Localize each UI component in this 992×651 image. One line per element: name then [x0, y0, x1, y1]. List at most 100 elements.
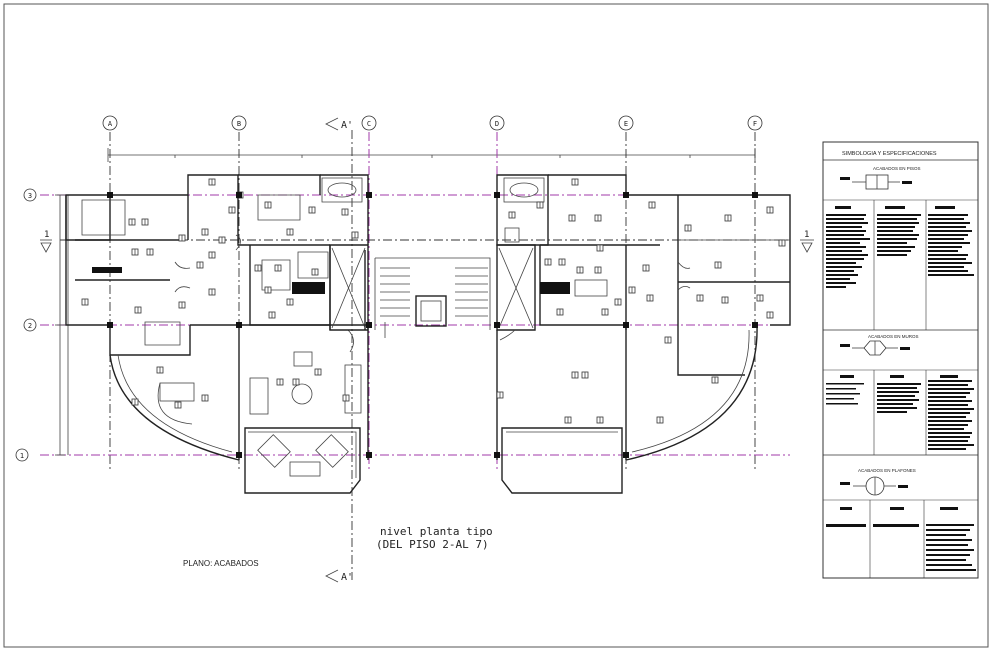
legend-text-bar — [826, 250, 862, 252]
legend-walls-title: ACABADOS EN MUROS — [868, 334, 919, 339]
legend-text-bar — [928, 234, 968, 236]
legend-text-bar — [877, 214, 921, 216]
right-wing-walls — [496, 174, 791, 494]
legend-text-bar — [877, 234, 919, 236]
legend-text-bar — [877, 411, 907, 413]
column-marker — [236, 452, 242, 458]
legend-text-bar — [873, 524, 919, 527]
section-arrow-top — [325, 117, 339, 131]
legend-text-bar — [926, 524, 974, 526]
legend-text-bar — [928, 412, 970, 414]
section-label-top: A' — [341, 120, 353, 131]
legend-text-bar — [826, 242, 860, 244]
finish-symbols — [81, 178, 786, 424]
section-arrow-bottom — [325, 569, 339, 583]
column-marker — [623, 452, 629, 458]
legend-text-bar — [928, 274, 974, 276]
legend-text-bar — [940, 375, 958, 378]
column-marker — [236, 192, 242, 198]
legend-text-bar — [826, 286, 846, 288]
legend-text-bar — [877, 246, 915, 248]
legend-text-bar — [928, 424, 968, 426]
grid-label-c: C — [367, 120, 371, 128]
legend-text-bar — [835, 206, 851, 209]
legend-text-bar — [926, 559, 966, 561]
legend-text-bar — [877, 222, 919, 224]
side-marker-left-label: 1 — [44, 230, 49, 240]
column-marker — [623, 322, 629, 328]
legend-text-bar — [877, 387, 917, 389]
column-marker — [236, 322, 242, 328]
legend-text-bar — [877, 403, 913, 405]
legend-text-bar — [928, 404, 968, 406]
legend-text-bar — [928, 428, 964, 430]
legend-text-bar — [826, 258, 864, 260]
legend-text-bar — [877, 250, 911, 252]
legend-text-bar — [928, 432, 972, 434]
legend-text-bar — [926, 534, 966, 536]
column-marker — [494, 192, 500, 198]
legend-text-bar — [926, 549, 974, 551]
legend-header: SIMBOLOGIA Y ESPECIFICACIONES — [842, 151, 937, 157]
legend-text-bar — [926, 564, 972, 566]
legend-text-bar — [935, 206, 955, 209]
legend-text-bar — [826, 388, 856, 390]
legend-text-bar — [928, 436, 970, 438]
legend-text-bar — [826, 282, 856, 284]
legend-text-bar — [926, 529, 970, 531]
legend-text-bar — [928, 400, 972, 402]
grid-label-row-1: 1 — [20, 452, 24, 460]
legend-text-bar — [877, 254, 907, 256]
drawing-title: nivel planta tipo — [380, 525, 493, 538]
legend-text-bar — [926, 544, 968, 546]
grid-label-a: A — [108, 120, 113, 128]
legend-text-bar — [840, 507, 852, 510]
legend-text-bar — [928, 384, 968, 386]
legend-text-bar — [928, 440, 968, 442]
legend-floors-title: ACABADOS EN PISOS — [873, 166, 921, 171]
legend-text-bar — [877, 238, 917, 240]
legend-text-bar — [826, 218, 864, 220]
column-marker — [494, 322, 500, 328]
legend-text-bar — [885, 206, 905, 209]
legend-text-bar — [840, 375, 854, 378]
legend-text-bar — [928, 238, 964, 240]
column-marker — [623, 192, 629, 198]
column-marker — [752, 192, 758, 198]
column-marker — [107, 192, 113, 198]
legend-text-bar — [928, 230, 972, 232]
column-marker — [366, 322, 372, 328]
legend-text-bar — [928, 396, 966, 398]
side-marker-right-label: 1 — [804, 230, 809, 240]
legend-text-bar — [926, 539, 972, 541]
legend-text-bar — [826, 238, 870, 240]
legend-text-bar — [928, 254, 968, 256]
legend-text-bar — [928, 392, 970, 394]
legend-text-bar — [826, 270, 854, 272]
left-wing-walls — [65, 174, 369, 494]
legend-text-bar — [877, 218, 917, 220]
legend-text-bar — [826, 274, 858, 276]
legend-text-bar — [826, 234, 864, 236]
legend-text-bar — [928, 444, 974, 446]
legend-text-bar — [826, 383, 864, 385]
sheet-border — [3, 3, 989, 648]
legend-text-bar — [877, 395, 915, 397]
legend-text-bar — [826, 524, 866, 527]
legend-text-bar — [928, 226, 966, 228]
legend-text-bar — [928, 408, 974, 410]
legend-text-bar — [877, 383, 921, 385]
legend-ceilings-title: ACABADOS EN PLAFONES — [858, 468, 916, 473]
grid-label-f: F — [753, 120, 757, 128]
column-bubbles — [102, 115, 763, 131]
legend-text-bar — [928, 380, 972, 382]
plan-label: PLANO: ACABADOS — [183, 559, 259, 568]
grid-label-b: B — [237, 120, 241, 128]
side-section-marker-left — [40, 239, 52, 253]
legend-text-bar — [826, 254, 868, 256]
legend-text-bar — [928, 266, 964, 268]
stair-core — [329, 244, 536, 338]
legend-text-bar — [877, 230, 913, 232]
legend-text-bar — [826, 230, 866, 232]
